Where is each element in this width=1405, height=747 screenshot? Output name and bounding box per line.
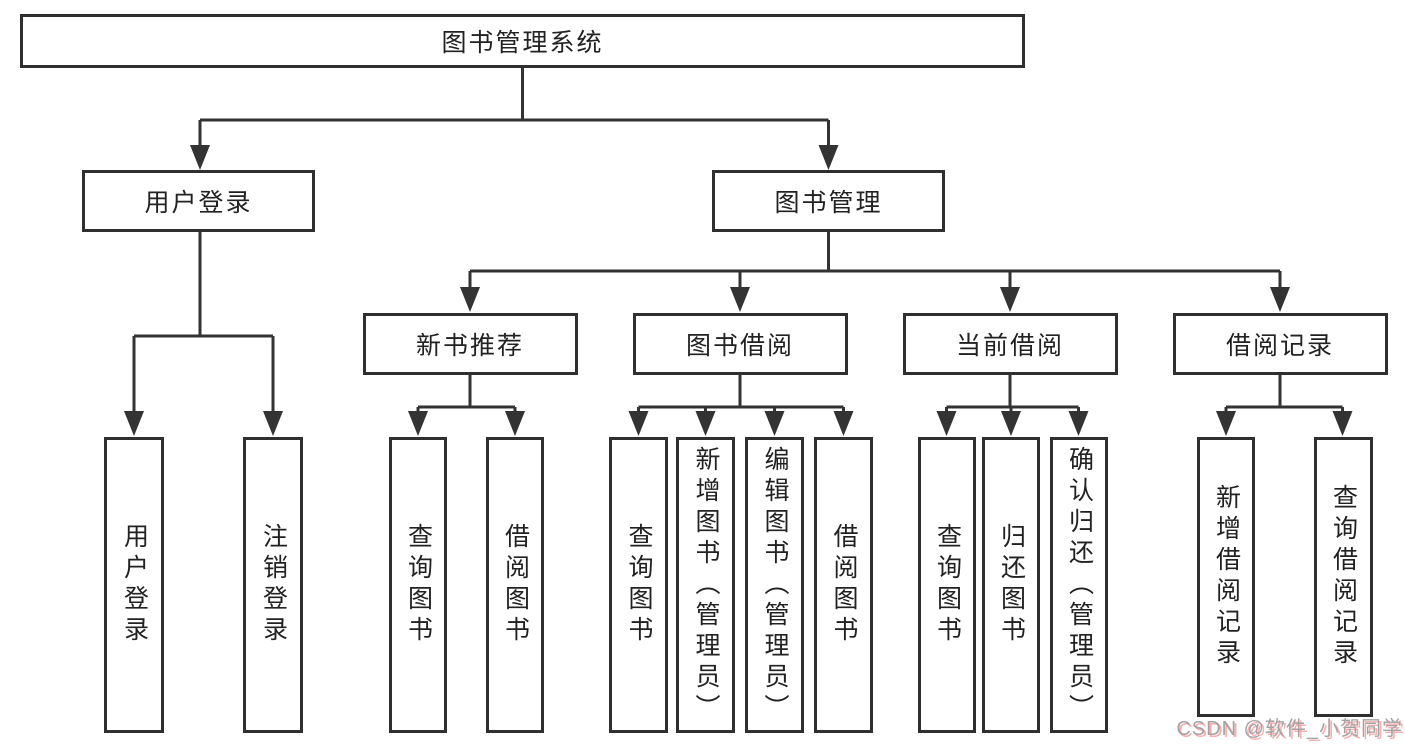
node-new-books: 新书推荐 <box>362 313 578 375</box>
arrowhead-icon <box>818 145 839 170</box>
leaf-user-login-label: 用户登录 <box>120 523 149 647</box>
leaf-borrow-book-label: 借阅图书 <box>830 523 858 647</box>
arrowhead-icon <box>833 411 854 436</box>
leaf-user-login: 用户登录 <box>104 437 164 733</box>
leaf-borrow-edit: 编辑图书（管理员） <box>745 437 804 733</box>
leaf-borrow-add: 新增图书（管理员） <box>676 437 735 733</box>
leaf-current-confirm: 确认归还（管理员） <box>1050 437 1108 733</box>
arrowhead-icon <box>1270 287 1290 312</box>
arrowhead-icon <box>124 411 144 436</box>
arrowhead-icon <box>190 145 210 170</box>
leaf-current-return: 归还图书 <box>982 437 1040 733</box>
node-root-label: 图书管理系统 <box>441 29 604 57</box>
connector-book-management <box>468 232 1282 289</box>
leaf-borrow-query-label: 查询图书 <box>625 523 653 647</box>
arrowhead-icon <box>628 411 649 436</box>
node-new-books-label: 新书推荐 <box>415 332 524 360</box>
connector-new-books <box>416 375 517 413</box>
leaf-records-query-label: 查询借阅记录 <box>1329 484 1358 670</box>
node-book-management: 图书管理 <box>712 170 945 232</box>
node-current-borrow: 当前借阅 <box>902 313 1118 375</box>
arrowhead-icon <box>764 411 785 436</box>
leaf-newbooks-query-label: 查询图书 <box>404 523 433 647</box>
leaf-borrow-add-label: 新增图书（管理员） <box>692 445 720 725</box>
leaf-current-confirm-label: 确认归还（管理员） <box>1065 445 1094 725</box>
node-book-borrow-label: 图书借阅 <box>685 332 794 360</box>
arrowhead-icon <box>505 411 525 436</box>
connector-book-borrow <box>637 375 845 413</box>
leaf-borrow-book: 借阅图书 <box>814 437 873 733</box>
connector-current-borrow <box>945 375 1080 413</box>
arrowhead-icon <box>695 411 716 436</box>
connector-user-login <box>132 232 275 413</box>
node-borrow-records: 借阅记录 <box>1172 313 1388 375</box>
arrowhead-icon <box>936 411 957 436</box>
arrowhead-icon <box>1000 287 1020 312</box>
leaf-current-query-label: 查询图书 <box>933 523 962 647</box>
leaf-newbooks-query: 查询图书 <box>389 437 447 733</box>
node-user-login: 用户登录 <box>82 170 315 232</box>
arrowhead-icon <box>460 287 480 312</box>
leaf-newbooks-borrow: 借阅图书 <box>486 437 544 733</box>
arrowhead-icon <box>1001 411 1021 436</box>
node-user-login-label: 用户登录 <box>144 189 253 217</box>
leaf-logout: 注销登录 <box>243 437 303 733</box>
arrowhead-icon <box>1068 411 1089 436</box>
leaf-newbooks-borrow-label: 借阅图书 <box>501 523 530 647</box>
arrowhead-icon <box>1332 411 1353 436</box>
node-borrow-records-label: 借阅记录 <box>1225 332 1334 360</box>
leaf-records-query: 查询借阅记录 <box>1313 437 1373 717</box>
arrowhead-icon <box>730 287 750 312</box>
leaf-logout-label: 注销登录 <box>259 523 288 647</box>
node-book-borrow: 图书借阅 <box>632 313 848 375</box>
leaf-records-add-label: 新增借阅记录 <box>1212 484 1241 670</box>
node-root: 图书管理系统 <box>20 14 1025 68</box>
node-book-management-label: 图书管理 <box>774 189 883 217</box>
arrowhead-icon <box>263 411 283 436</box>
leaf-records-add: 新增借阅记录 <box>1197 437 1255 717</box>
csdn-watermark: CSDN @软件_小贺同学 <box>1176 718 1403 740</box>
leaf-borrow-query: 查询图书 <box>609 437 668 733</box>
arrowhead-icon <box>408 411 428 436</box>
arrowhead-icon <box>1216 411 1236 436</box>
leaf-borrow-edit-label: 编辑图书（管理员） <box>761 445 789 725</box>
connector-borrow-records <box>1224 375 1344 413</box>
leaf-current-query: 查询图书 <box>918 437 976 733</box>
leaf-current-return-label: 归还图书 <box>997 523 1026 647</box>
node-current-borrow-label: 当前借阅 <box>955 332 1064 360</box>
connector-root <box>198 68 830 146</box>
